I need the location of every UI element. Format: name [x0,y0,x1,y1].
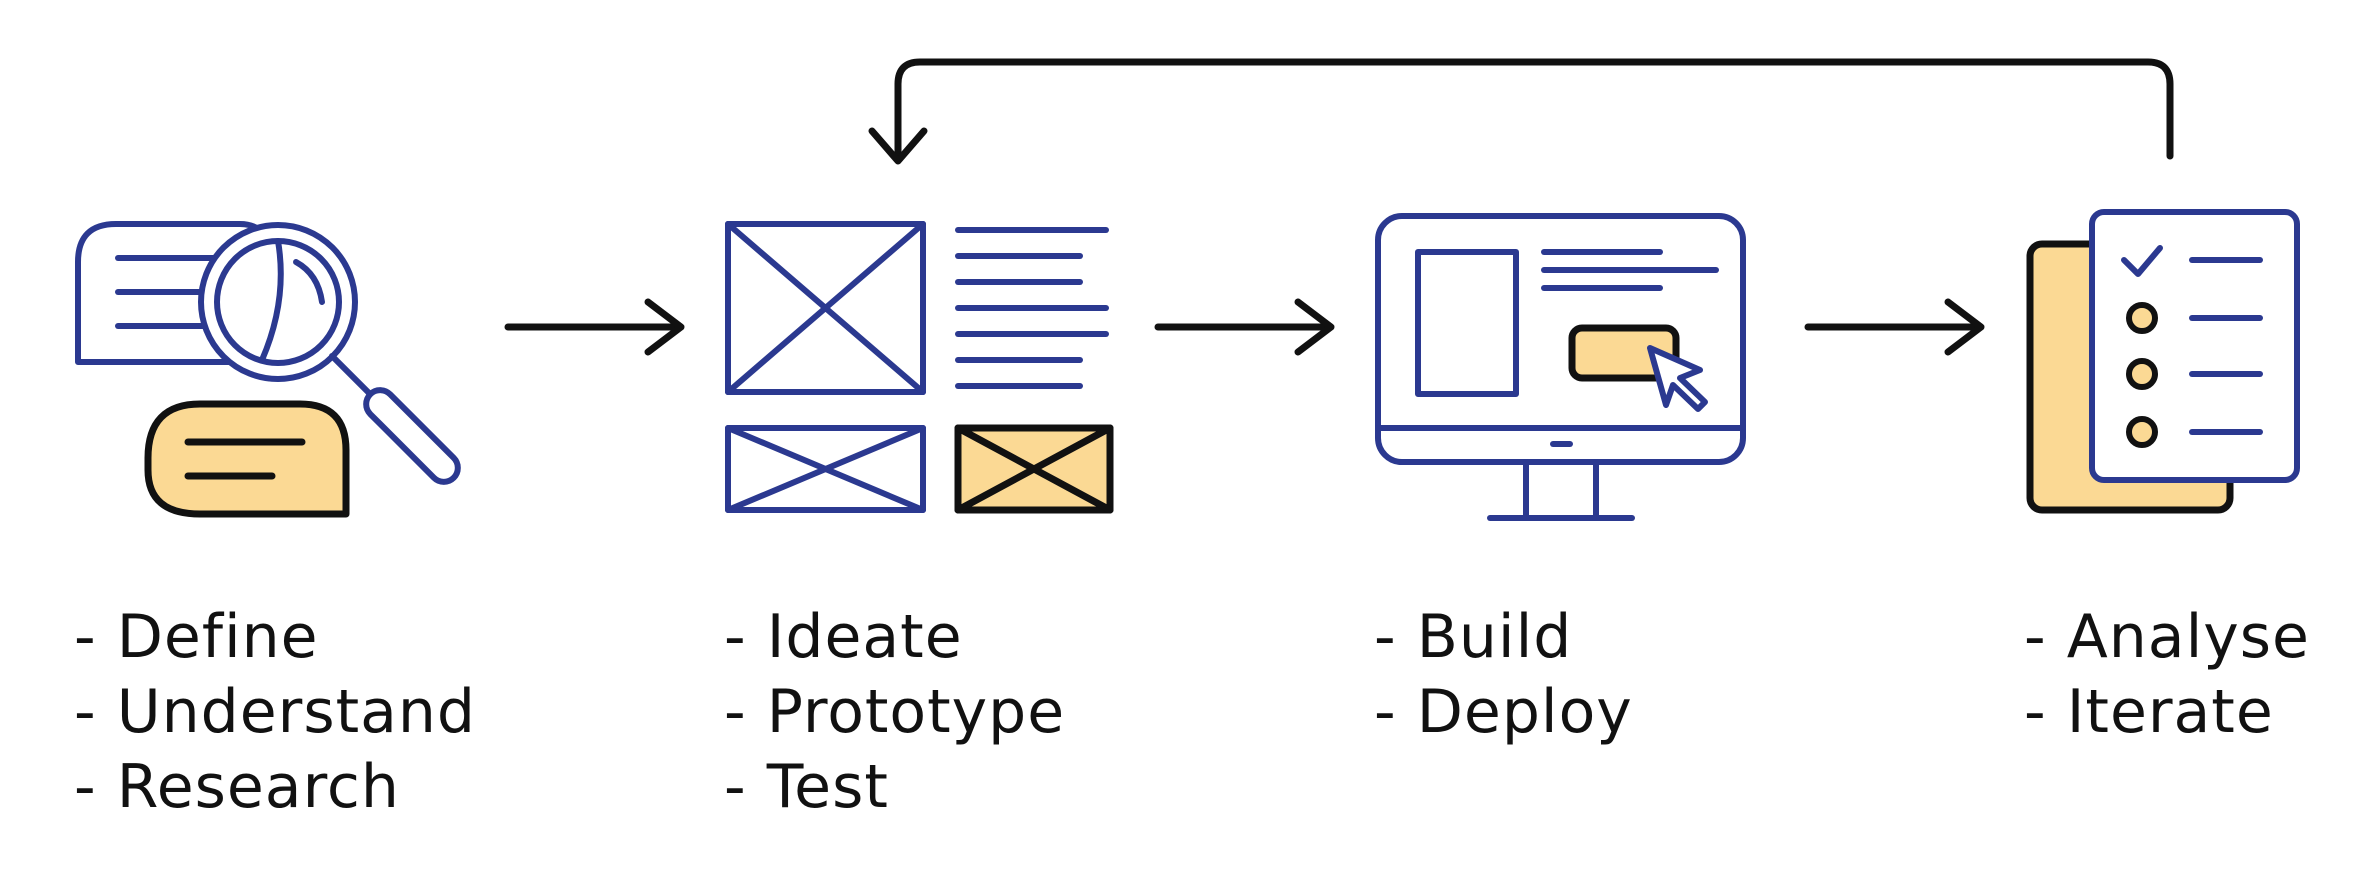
stage-item: - Deploy [1374,677,1633,747]
stage-item: - Test [724,752,889,822]
arrow-right-icon [504,298,685,356]
arrow-right-icon [1804,298,1985,356]
checklist-icon [2026,209,2300,514]
arrow-right-icon [1154,298,1335,356]
magnifier [198,222,461,485]
stage-item: - Define [74,602,319,672]
stage-item: - Iterate [2024,677,2274,747]
stage-item: - Ideate [724,602,963,672]
chat-bubble-front [144,400,350,518]
stage-item: - Research [74,752,400,822]
stage-item: - Prototype [724,677,1066,747]
stage-list-design: - Ideate - Prototype - Test [724,600,1065,825]
stage-item: - Analyse [2024,602,2310,672]
loop-back-arrow-icon [868,58,2174,165]
stage-list-develop: - Build - Deploy [1374,600,1633,750]
stage-list-review: - Analyse - Iterate [2024,600,2310,750]
monitor-cursor-icon [1375,213,1746,521]
magnifier-chat-icon [75,221,461,518]
stage-item: - Build [1374,602,1573,672]
cursor-icon [1647,345,1708,412]
stage-list-discover: - Define - Understand - Research [74,600,476,825]
stage-item: - Understand [74,677,476,747]
wireframe-icon [725,221,1114,514]
